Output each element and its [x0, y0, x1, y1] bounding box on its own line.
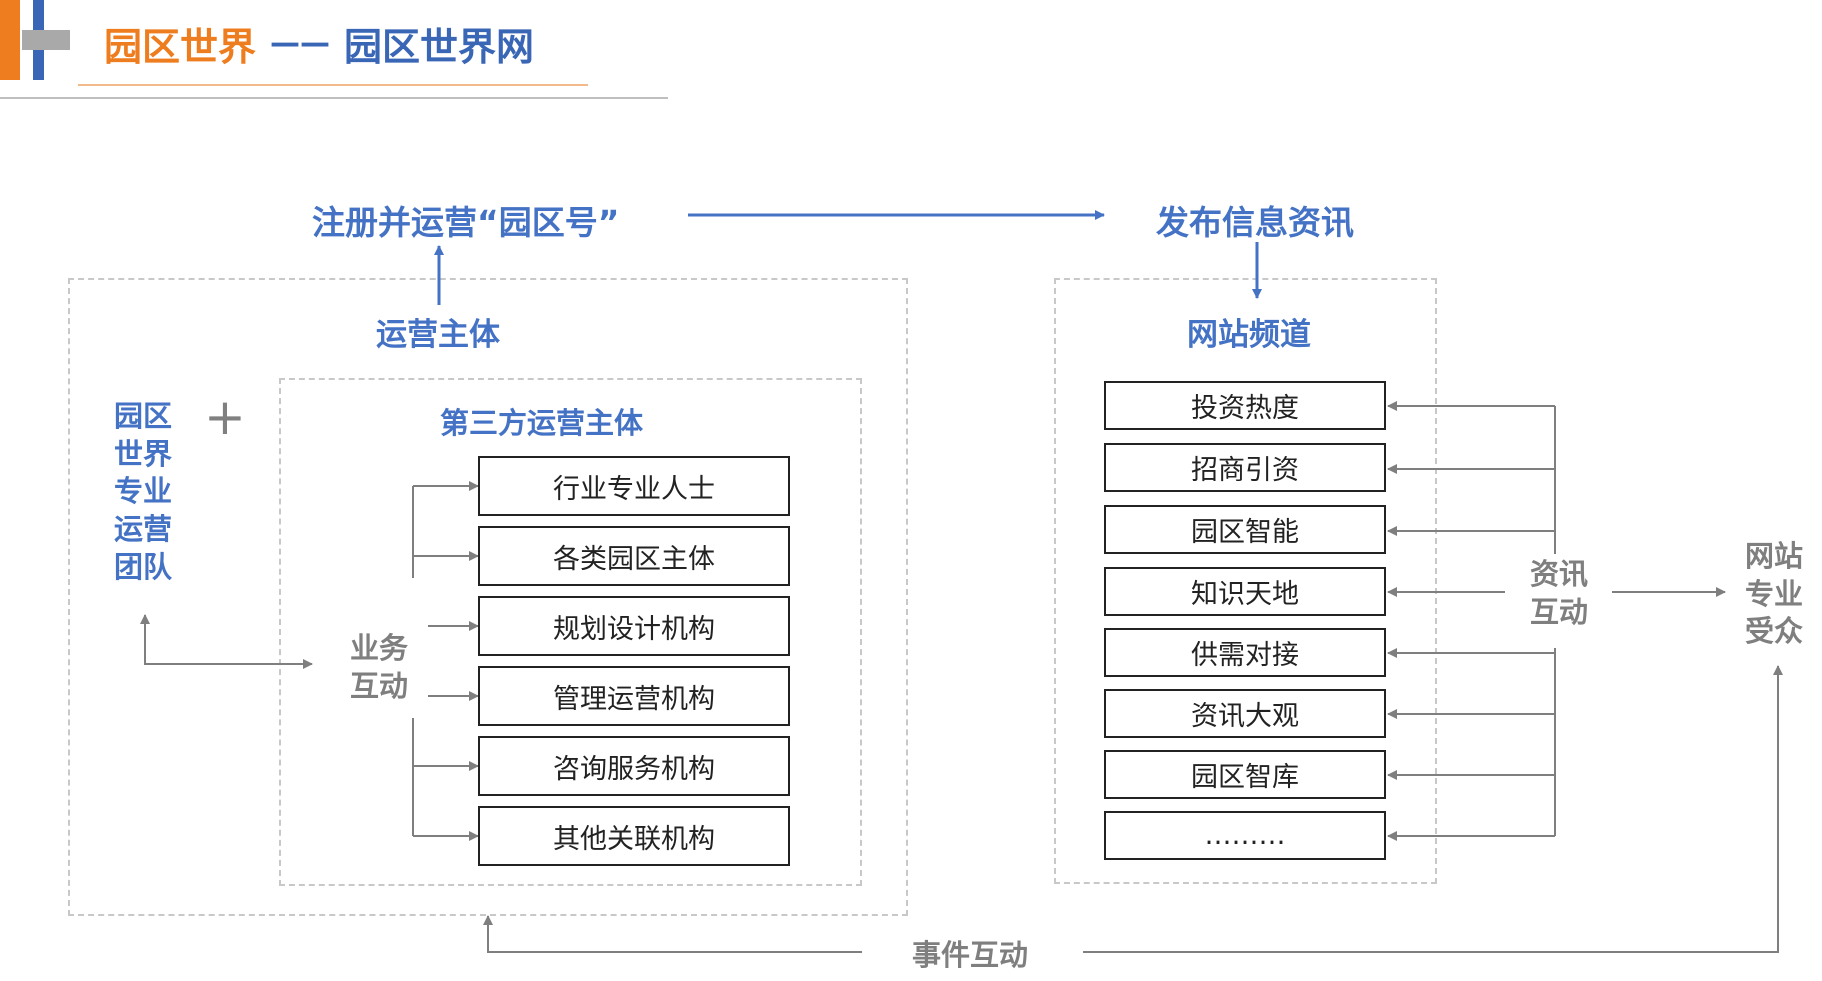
register-label: 注册并运营“园区号” [312, 203, 620, 242]
brand-title: 园区世界 [104, 25, 257, 69]
site-title: 园区世界网 [344, 25, 535, 69]
channel-knowledge: 知识天地 [1104, 567, 1386, 616]
channel-park-think-tank: 园区智库 [1104, 750, 1386, 799]
item-management-operation: 管理运营机构 [478, 666, 790, 726]
page-title: 园区世界 —— 园区世界网 [104, 16, 534, 71]
event-interaction-label: 事件互动 [912, 938, 1029, 972]
channel-more: ……… [1104, 811, 1386, 860]
right-panel [1054, 278, 1437, 884]
channels-label: 网站频道 [1187, 317, 1311, 353]
item-other-related: 其他关联机构 [478, 806, 790, 866]
third-party-title: 第三方运营主体 [440, 406, 644, 440]
channel-investment-heat: 投资热度 [1104, 381, 1386, 430]
title-dash: —— [270, 26, 331, 61]
info-interaction-label: 资讯 互动 [1530, 557, 1589, 629]
title-underline-grey [0, 97, 668, 99]
third-party-panel [279, 378, 862, 886]
item-planning-design: 规划设计机构 [478, 596, 790, 656]
business-interaction-label: 业务 互动 [350, 631, 409, 703]
item-park-entities: 各类园区主体 [478, 526, 790, 586]
title-underline-orange [78, 84, 588, 86]
item-industry-professionals: 行业专业人士 [478, 456, 790, 516]
audience-label: 网站 专业 受众 [1745, 539, 1804, 649]
channel-supply-demand: 供需对接 [1104, 628, 1386, 677]
item-consulting-services: 咨询服务机构 [478, 736, 790, 796]
logo [0, 0, 70, 80]
plus-sign: + [204, 388, 246, 446]
publish-label: 发布信息资讯 [1156, 203, 1354, 242]
team-label: 园区 世界 专业 运营 团队 [114, 399, 173, 584]
operator-label: 运营主体 [376, 317, 500, 353]
channel-park-intelligence: 园区智能 [1104, 505, 1386, 554]
channel-news-overview: 资讯大观 [1104, 689, 1386, 738]
channel-investment-attraction: 招商引资 [1104, 443, 1386, 492]
